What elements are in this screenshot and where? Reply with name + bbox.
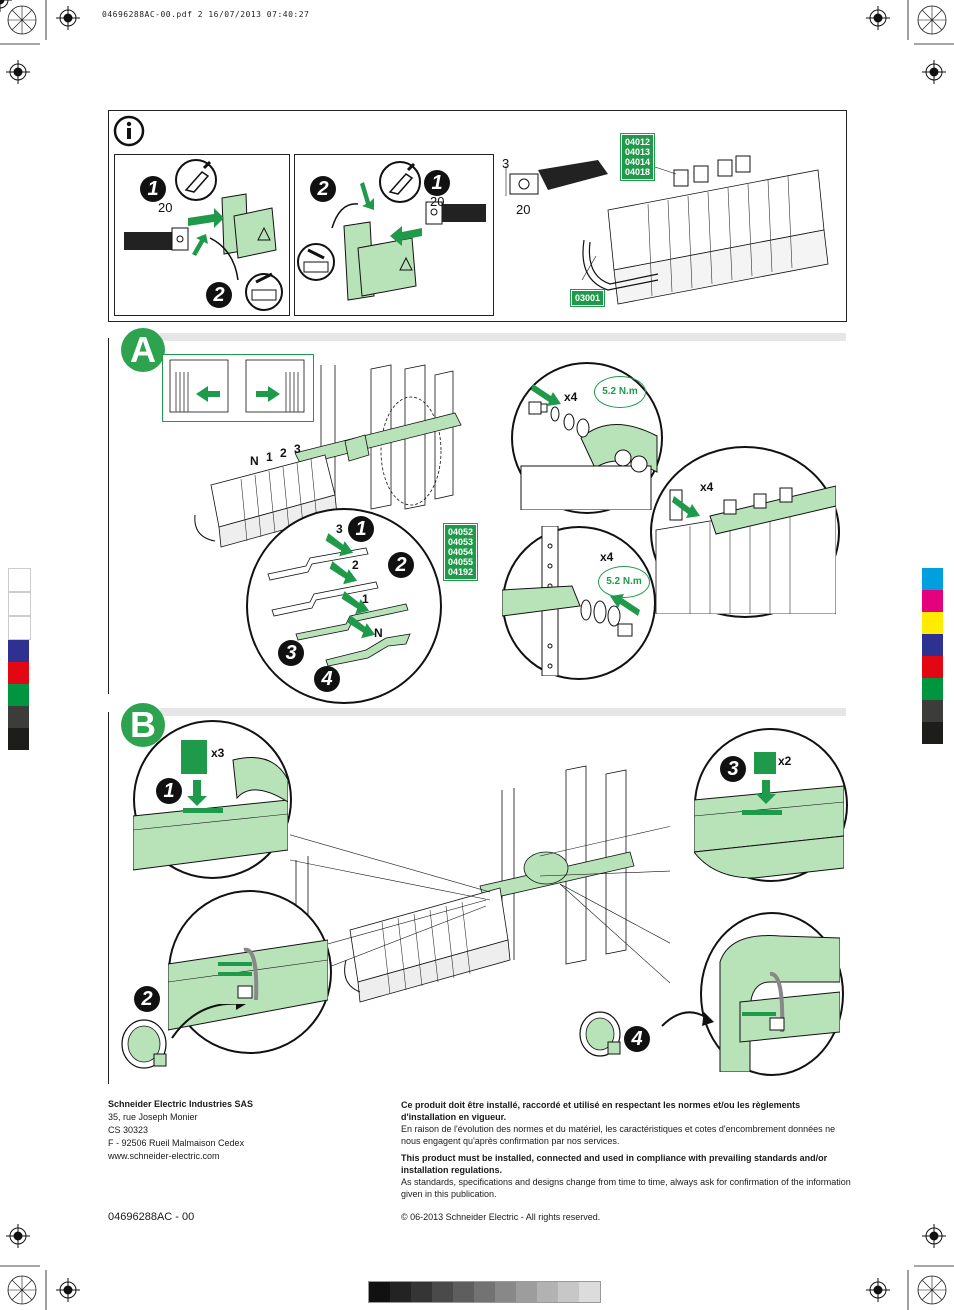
step-number-1: 1 bbox=[156, 778, 182, 804]
info-icon bbox=[113, 115, 145, 147]
section-a-main-illustration bbox=[194, 364, 462, 548]
website-link[interactable]: www.schneider-electric.com bbox=[108, 1151, 220, 1161]
product-code: 04014 bbox=[625, 157, 651, 167]
bar-label-1: 1 bbox=[362, 592, 369, 606]
company-block: Schneider Electric Industries SAS 35, ru… bbox=[108, 1099, 388, 1163]
section-b-rule bbox=[108, 712, 109, 1084]
product-code: 04192 bbox=[448, 567, 474, 577]
product-code-list: 04012 04013 04014 04018 bbox=[619, 133, 656, 181]
compliance-fr-bold: Ce produit doit être installé, raccordé … bbox=[401, 1100, 801, 1122]
torque-value: 5.2 N.m bbox=[594, 376, 646, 408]
phase-label-1: 1 bbox=[266, 450, 273, 464]
dimension-label: 20 bbox=[516, 202, 531, 217]
screw-torque-illustration bbox=[520, 384, 658, 510]
dimension-label: 3 bbox=[502, 156, 510, 171]
cable-tie-illustration-2 bbox=[719, 935, 840, 1072]
address-line: CS 30323 bbox=[108, 1125, 149, 1135]
dimension-label: 20 bbox=[430, 194, 445, 209]
quantity-label: x3 bbox=[211, 746, 225, 760]
cable-tie-icon bbox=[121, 1004, 246, 1069]
product-code-list: 04052 04053 04054 04055 04192 bbox=[442, 523, 479, 581]
right-color-bar bbox=[922, 568, 944, 744]
step-number-1: 1 bbox=[348, 516, 374, 542]
product-code: 04055 bbox=[448, 557, 474, 567]
compliance-block: Ce produit doit être installé, raccordé … bbox=[401, 1099, 853, 1200]
bar-label-n: N bbox=[374, 626, 383, 640]
product-code: 04053 bbox=[448, 537, 474, 547]
copyright: © 06-2013 Schneider Electric - All right… bbox=[401, 1212, 601, 1222]
address-line: 35, rue Joseph Monier bbox=[108, 1112, 198, 1122]
screw-torque-illustration-bottom bbox=[502, 526, 640, 676]
product-code: 04013 bbox=[625, 147, 651, 157]
product-code: 04054 bbox=[448, 547, 474, 557]
left-color-bar bbox=[8, 568, 31, 750]
step-number-2: 2 bbox=[388, 552, 414, 578]
file-stamp: 04696288AC-00.pdf 2 16/07/2013 07:40:27 bbox=[102, 10, 310, 19]
product-code: 03001 bbox=[569, 289, 606, 307]
removal-illustration bbox=[124, 159, 283, 311]
label-placement-illustration-1 bbox=[133, 740, 288, 871]
label-placement-illustration-2 bbox=[694, 752, 844, 878]
bar-assembly-detail bbox=[246, 508, 442, 704]
product-code: 04012 bbox=[625, 137, 651, 147]
compliance-en: As standards, specifications and designs… bbox=[401, 1177, 851, 1199]
section-a-rule bbox=[108, 338, 109, 694]
section-b-bar bbox=[160, 708, 846, 716]
address-line: F - 92506 Rueil Malmaison Cedex bbox=[108, 1138, 245, 1148]
bar-label-2: 2 bbox=[352, 558, 359, 572]
compliance-en-bold: This product must be installed, connecte… bbox=[401, 1153, 828, 1175]
grey-scale-bar bbox=[368, 1281, 601, 1303]
torque-value: 5.2 N.m bbox=[598, 566, 650, 598]
phase-label-3: 3 bbox=[294, 442, 301, 456]
step-number-1: 1 bbox=[140, 176, 166, 202]
step-number-1b: 1 bbox=[424, 170, 450, 196]
step-number-2: 2 bbox=[134, 986, 160, 1012]
cable-tie-icon bbox=[579, 1011, 714, 1057]
step-number-4: 4 bbox=[314, 666, 340, 692]
section-b-badge: B bbox=[121, 703, 165, 747]
step-number-2b: 2 bbox=[310, 176, 336, 202]
section-a-bar bbox=[160, 333, 846, 341]
step-number-3: 3 bbox=[720, 756, 746, 782]
phase-label-n: N bbox=[250, 454, 259, 468]
step-number-4: 4 bbox=[624, 1026, 650, 1052]
bar-label-3: 3 bbox=[336, 522, 343, 536]
phase-label-2: 2 bbox=[280, 446, 287, 460]
phase-arrangement-inset bbox=[162, 354, 314, 422]
dimension-label: 20 bbox=[158, 200, 173, 215]
document-reference: 04696288AC - 00 bbox=[108, 1211, 195, 1223]
terminal-illustration bbox=[655, 485, 836, 614]
terminal-block-illustration bbox=[505, 155, 829, 305]
quantity-label: x4 bbox=[600, 550, 614, 564]
product-code: 04018 bbox=[625, 167, 651, 177]
quantity-label: x4 bbox=[700, 480, 714, 494]
bar-assembly-illustration bbox=[267, 533, 411, 667]
compliance-fr: En raison de l'évolution des normes et d… bbox=[401, 1124, 836, 1146]
installation-illustration bbox=[297, 161, 486, 301]
section-a-badge: A bbox=[121, 328, 165, 372]
step-number-3: 3 bbox=[278, 640, 304, 666]
quantity-label: x4 bbox=[564, 390, 578, 404]
phase-arrangement-illustration bbox=[169, 359, 305, 413]
quantity-label: x2 bbox=[778, 754, 792, 768]
product-code: 04052 bbox=[448, 527, 474, 537]
company-name: Schneider Electric Industries SAS bbox=[108, 1099, 254, 1109]
step-number-2: 2 bbox=[206, 282, 232, 308]
section-b-main-illustration bbox=[290, 765, 670, 1020]
